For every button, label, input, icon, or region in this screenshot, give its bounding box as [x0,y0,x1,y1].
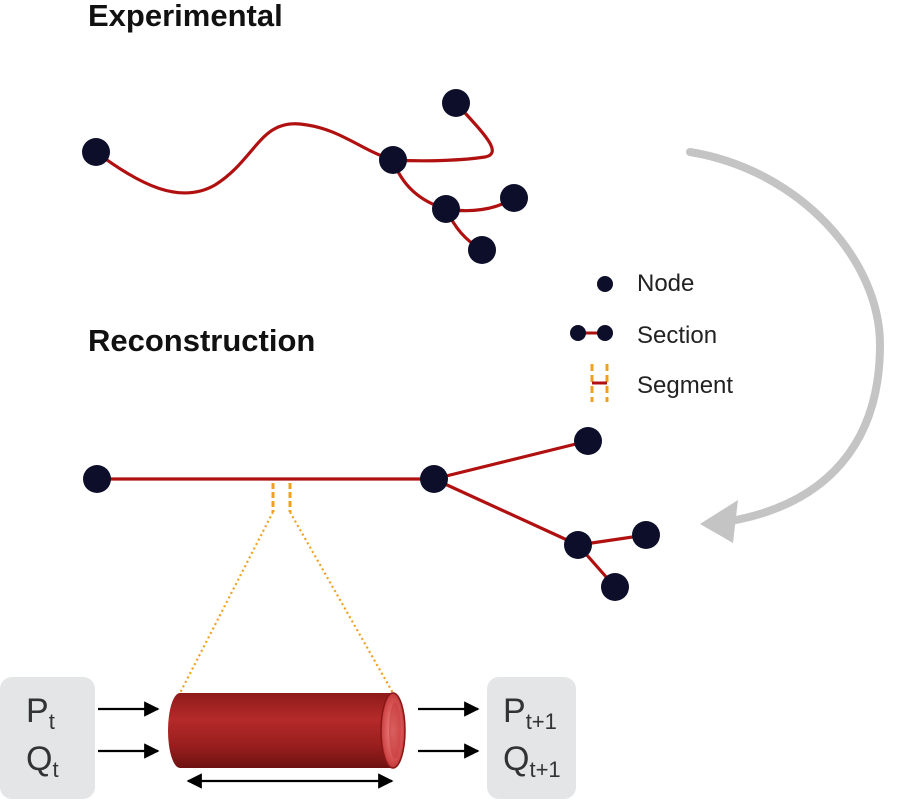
reconstruction-node [632,521,660,549]
legend-segment-icon [590,364,609,402]
reconstruction-tree [83,427,660,601]
legend-node-label: Node [637,270,694,297]
heading-experimental: Experimental [88,0,283,33]
experimental-node [82,138,110,166]
legend-section-label: Section [637,322,717,349]
experimental-section-main [94,122,395,195]
legend: Node Section Segment [570,270,733,402]
zoom-lines [179,511,394,694]
vessel-segment [168,692,406,769]
output-p: Pt+1 [503,692,557,734]
output-box: Pt+1 Qt+1 [487,677,576,799]
reconstruction-node [420,465,448,493]
input-p: Pt [26,692,55,734]
legend-segment-label: Segment [637,372,733,399]
experimental-node [500,184,528,212]
reconstruction-node [564,531,592,559]
reconstruction-node [601,573,629,601]
legend-section-icon [570,325,613,341]
experimental-node [468,236,496,264]
segment-marker [271,483,292,512]
legend-node-icon [597,276,613,292]
reconstruction-node [574,427,602,455]
reconstruction-section-lower [432,477,580,547]
input-q: Qt [26,740,59,782]
input-box: Pt Qt [0,677,95,799]
experimental-node [442,89,470,117]
experimental-node [432,195,460,223]
heading-reconstruction: Reconstruction [88,323,315,358]
experimental-tree [82,89,528,264]
experimental-node [379,146,407,174]
reconstruction-section-upper [432,439,590,481]
transform-arrow [686,148,885,543]
experimental-section-upper [391,101,494,163]
output-q: Qt+1 [503,740,561,782]
reconstruction-node [83,465,111,493]
